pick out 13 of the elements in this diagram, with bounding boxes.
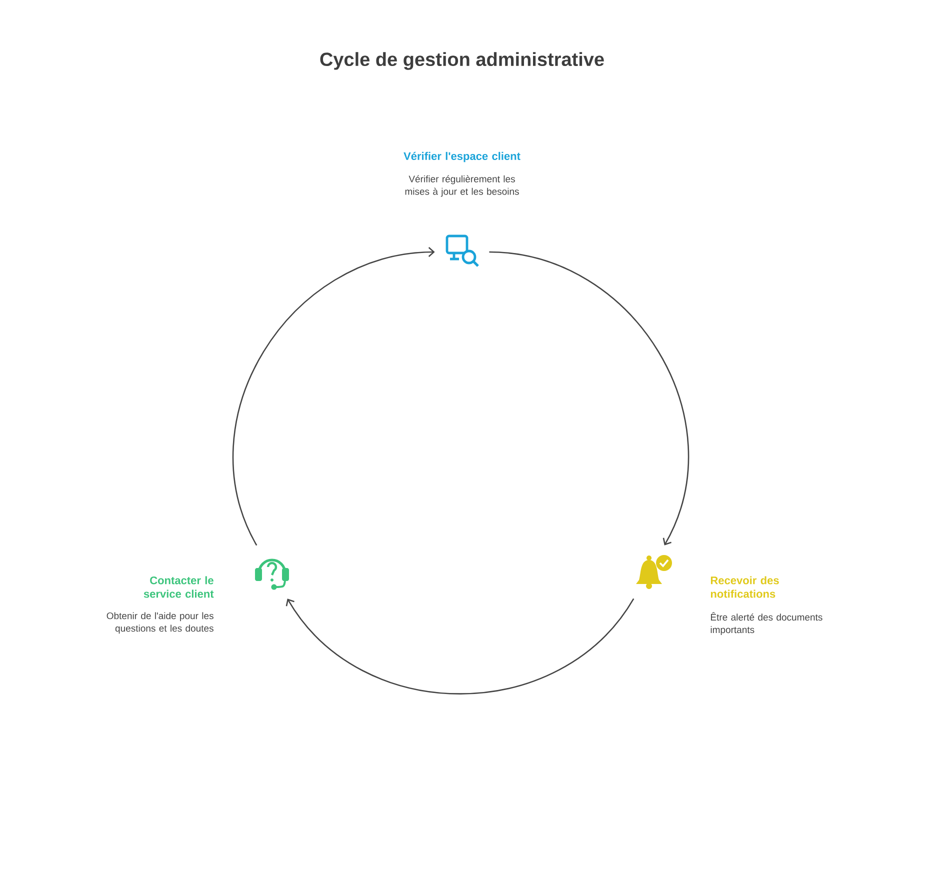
step-description: Obtenir de l'aide pour les questions et les doutes	[106, 612, 214, 634]
step-heading: Contacter le service client	[144, 576, 214, 598]
step-description: Vérifier régulièrement les mises à jour et les besoins	[405, 175, 519, 197]
step-heading: Vérifier l'espace client	[404, 152, 520, 162]
arrow	[286, 598, 634, 694]
arrow	[489, 251, 689, 546]
bell-icon	[636, 555, 672, 589]
title: Cycle de gestion administrative	[320, 52, 604, 70]
step-description: Être alerté des documents importants	[710, 612, 822, 635]
arrow	[232, 247, 435, 546]
step-heading: Recevoir des notifications	[710, 576, 779, 598]
monitor-icon	[446, 234, 479, 267]
headset-icon	[255, 558, 289, 590]
